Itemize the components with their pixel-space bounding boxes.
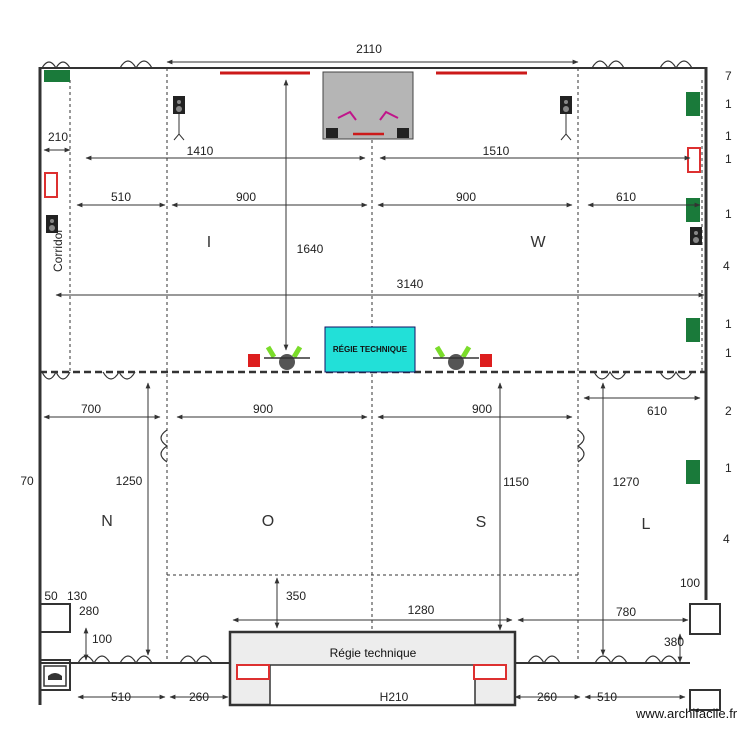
dim-upper-900-b: 900 — [456, 190, 476, 204]
dim-1270: 1270 — [613, 475, 640, 489]
telephone-icon — [43, 665, 67, 687]
fire-extinguisher-icon — [44, 147, 701, 680]
room-label-l: L — [642, 516, 651, 533]
dimension-lines — [43, 59, 705, 700]
right-edge-number: 1 — [725, 461, 732, 475]
dim-lower-900-b: 900 — [472, 402, 492, 416]
dim-380: 380 — [664, 635, 684, 649]
dim-stage-right: 1510 — [483, 144, 510, 158]
dim-corridor: 210 — [48, 130, 68, 144]
dim-right-100: 100 — [680, 576, 700, 590]
dim-1250: 1250 — [116, 474, 143, 488]
regie-technique-top-label: RÉGIE TECHNIQUE — [333, 345, 408, 354]
right-edge-number: 1 — [725, 207, 732, 221]
corridor-label: Corridor — [51, 229, 65, 272]
dim-bottom-260-b: 260 — [537, 690, 557, 704]
right-edge-number: 7 — [725, 69, 732, 83]
dim-1150: 1150 — [503, 475, 529, 489]
dim-350: 350 — [286, 589, 306, 603]
dim-regie-width: 1280 — [408, 603, 435, 617]
room-label-s: S — [476, 514, 487, 531]
right-edge-number: 4 — [723, 259, 730, 273]
dim-upper-510: 510 — [111, 190, 131, 204]
dim-stage-left: 1410 — [187, 144, 214, 158]
dim-280: 280 — [79, 604, 99, 618]
dim-lower-900-a: 900 — [253, 402, 273, 416]
right-edge-number: 2 — [725, 404, 732, 418]
right-edge-number: 4 — [723, 532, 730, 546]
dimension-labels: 2110 210 1410 1510 510 900 900 610 1640 … — [20, 42, 700, 704]
right-edge-number: 1 — [725, 346, 732, 360]
dim-bottom-260-a: 260 — [189, 690, 209, 704]
room-label-w: W — [530, 234, 546, 251]
watermark: www.archifacile.fr — [636, 706, 738, 721]
dim-bottom-510-b: 510 — [597, 690, 617, 704]
stage — [322, 71, 414, 140]
right-edge-number: 1 — [725, 152, 732, 166]
dim-bottom-h210: H210 — [380, 690, 409, 704]
speaker-icon — [46, 96, 702, 245]
dim-lower-700: 700 — [81, 402, 101, 416]
right-edge-number: 1 — [725, 129, 732, 143]
dim-top-width: 2110 — [356, 42, 382, 56]
dim-780: 780 — [616, 605, 636, 619]
stage-lights — [248, 345, 492, 370]
room-label-o: O — [262, 513, 274, 530]
room-label-n: N — [101, 513, 113, 530]
room-label-i: I — [207, 234, 211, 251]
regie-technique-box: RÉGIE TECHNIQUE — [324, 326, 416, 373]
dim-upper-900-a: 900 — [236, 190, 256, 204]
dim-edge-70: 70 — [20, 474, 34, 488]
dim-stage-depth: 1640 — [297, 242, 324, 256]
dim-bottom-510-a: 510 — [111, 690, 131, 704]
dim-left-100: 100 — [92, 632, 112, 646]
regie-technique-bottom-label: Régie technique — [330, 646, 417, 660]
dim-upper-610: 610 — [616, 190, 636, 204]
right-edge-number: 1 — [725, 97, 732, 111]
dim-50: 50 — [44, 589, 58, 603]
room-labels: I W N O S L — [101, 234, 650, 533]
door-swings — [41, 60, 693, 665]
dim-lower-610: 610 — [647, 404, 667, 418]
dim-130: 130 — [67, 589, 87, 603]
dim-total-width: 3140 — [397, 277, 424, 291]
right-edge-number: 1 — [725, 317, 732, 331]
right-edge-numbers: 7 1 1 1 1 4 1 1 2 1 4 — [723, 69, 732, 546]
